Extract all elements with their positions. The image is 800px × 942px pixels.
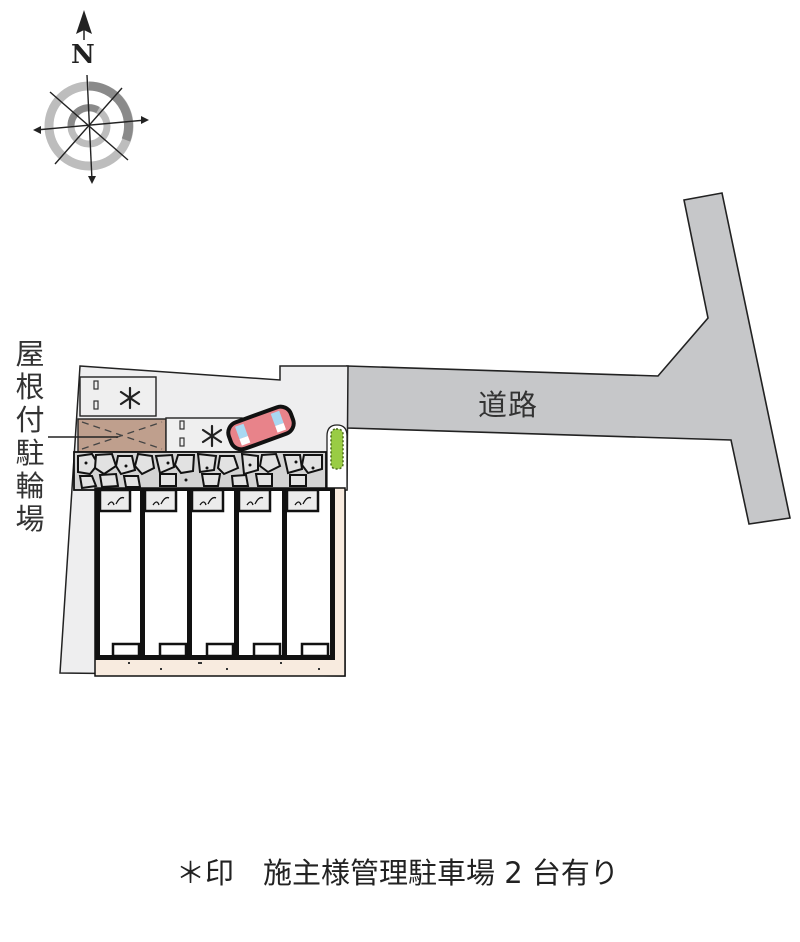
road: [346, 192, 791, 525]
road-label: 道路: [478, 388, 539, 422]
stone-wall: [73, 451, 327, 491]
asterisk-icon: [201, 424, 223, 448]
car-icon: [226, 404, 296, 452]
north-label: N: [71, 40, 95, 70]
plant-planter: [326, 424, 348, 491]
parking-legend: ＊印 施主様管理駐車場 2 台有り: [176, 856, 619, 890]
bicycle-parking-label: 屋 根 付 駐 輪 場: [15, 337, 45, 536]
bicycle-parking-roof: [77, 418, 167, 453]
compass-rose-icon: [33, 10, 149, 184]
asterisk-icon: [119, 386, 141, 410]
apartment-building: [94, 487, 346, 677]
parking-space-1: [79, 376, 157, 417]
